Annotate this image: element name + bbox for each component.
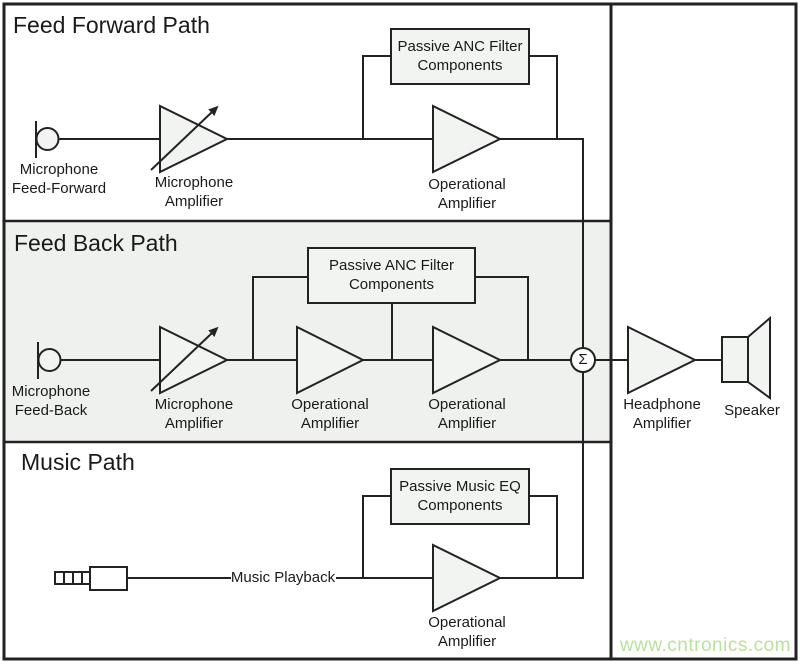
fb-operational-amplifier-1-icon xyxy=(296,325,366,395)
music-passive-eq-box xyxy=(390,468,530,525)
headphone-amplifier-icon xyxy=(627,325,698,395)
fb-microphone-amplifier-icon xyxy=(150,325,230,395)
fb-operational-amplifier-2-label: Operational Amplifier xyxy=(428,396,506,432)
feed-back-wires xyxy=(60,276,628,361)
music-playback-label: Music Playback xyxy=(230,569,336,586)
ff-microphone-amplifier-icon xyxy=(150,104,230,174)
music-passive-eq-label: Passive Music EQ Components xyxy=(399,477,521,514)
sum-symbol: Σ xyxy=(578,351,588,368)
fb-operational-amplifier-2-icon xyxy=(432,325,503,395)
ff-passive-anc-filter-box xyxy=(390,28,530,85)
speaker-icon xyxy=(721,315,771,400)
ff-microphone-amplifier-label: Microphone Amplifier xyxy=(154,174,234,210)
fb-operational-amplifier-1-label: Operational Amplifier xyxy=(291,396,369,432)
watermark: www.cntronics.com xyxy=(619,635,791,656)
headphone-amplifier-label: Headphone Amplifier xyxy=(623,396,701,432)
fb-microphone-label: Microphone Feed-Back xyxy=(11,383,91,419)
microphone-feed-forward-icon xyxy=(35,121,60,158)
ff-passive-anc-filter-label: Passive ANC Filter Components xyxy=(397,37,523,74)
music-operational-amplifier-label: Operational Amplifier xyxy=(428,614,506,650)
fb-microphone-amplifier-label: Microphone Amplifier xyxy=(154,396,234,432)
audio-jack-icon xyxy=(54,566,128,591)
feed-forward-section-title: Feed Forward Path xyxy=(13,12,210,38)
speaker-label: Speaker xyxy=(724,402,780,419)
music-wires xyxy=(127,372,584,579)
fb-passive-anc-filter-label: Passive ANC Filter Components xyxy=(328,256,455,293)
feed-forward-wires xyxy=(58,55,584,348)
ff-microphone-label: Microphone Feed-Forward xyxy=(11,161,107,197)
ff-operational-amplifier-icon xyxy=(432,104,503,174)
microphone-feed-back-icon xyxy=(37,342,62,379)
ff-operational-amplifier-label: Operational Amplifier xyxy=(428,176,506,212)
feed-back-section-title: Feed Back Path xyxy=(14,230,178,256)
music-section-title: Music Path xyxy=(21,449,135,475)
music-operational-amplifier-icon xyxy=(432,543,503,613)
fb-passive-anc-filter-box xyxy=(307,247,476,304)
